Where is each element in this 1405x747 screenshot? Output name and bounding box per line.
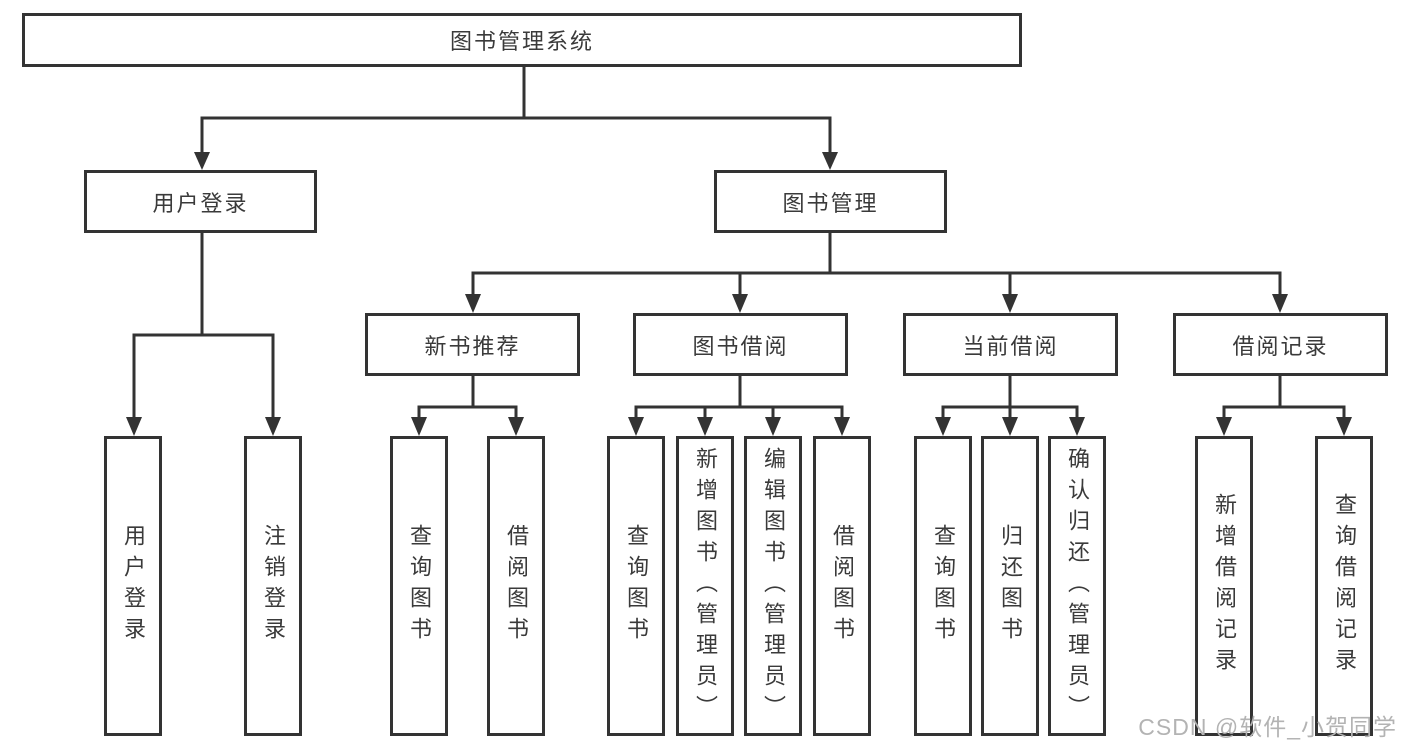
arrow-down-icon xyxy=(834,417,850,436)
leaf-label: 归还图书 xyxy=(998,524,1023,648)
leaf-return-books: 归还图书 xyxy=(981,436,1039,736)
arrow-down-icons-login-leaves xyxy=(126,417,281,436)
leaf-borrow-books: 借阅图书 xyxy=(813,436,871,736)
leaf-query-books: 查询图书 xyxy=(390,436,448,736)
leaf-label: 用户登录 xyxy=(121,524,146,648)
arrow-down-icons-level3 xyxy=(465,294,1288,313)
leaf-query-books: 查询图书 xyxy=(914,436,972,736)
leaf-label: 确认归还（管理员） xyxy=(1065,446,1090,726)
arrow-down-icon xyxy=(697,417,713,436)
leaf-borrow-books: 借阅图书 xyxy=(487,436,545,736)
leaf-add-books-admin: 新增图书（管理员） xyxy=(676,436,734,736)
leaf-label: 新增借阅记录 xyxy=(1212,493,1237,679)
leaf-label: 查询图书 xyxy=(407,524,432,648)
arrow-down-icon xyxy=(1216,417,1232,436)
leaf-query-borrow-record: 查询借阅记录 xyxy=(1315,436,1373,736)
arrow-down-icon xyxy=(1272,294,1288,313)
leaf-confirm-return-admin: 确认归还（管理员） xyxy=(1048,436,1106,736)
arrow-down-icon xyxy=(1002,294,1018,313)
arrow-down-icon xyxy=(822,152,838,170)
arrow-down-icon xyxy=(1069,417,1085,436)
leaf-logout: 注销登录 xyxy=(244,436,302,736)
arrow-down-icon xyxy=(628,417,644,436)
leaf-query-books: 查询图书 xyxy=(607,436,665,736)
arrow-down-icon xyxy=(411,417,427,436)
leaf-label: 查询图书 xyxy=(624,524,649,648)
node-current-borrow: 当前借阅 xyxy=(903,313,1118,376)
arrow-down-icons-recommend-leaves xyxy=(411,417,524,436)
node-new-book-recommend: 新书推荐 xyxy=(365,313,580,376)
arrow-down-icons-level2 xyxy=(194,152,838,170)
arrow-down-icon xyxy=(465,294,481,313)
leaf-label: 新增图书（管理员） xyxy=(693,446,718,726)
leaf-edit-books-admin: 编辑图书（管理员） xyxy=(744,436,802,736)
leaf-label: 查询借阅记录 xyxy=(1332,493,1357,679)
leaf-label: 编辑图书（管理员） xyxy=(761,446,786,726)
node-label: 图书管理 xyxy=(782,190,879,216)
node-user-login: 用户登录 xyxy=(84,170,317,233)
arrow-down-icon xyxy=(1336,417,1352,436)
connector-current-to-leaves xyxy=(941,376,1079,419)
node-label: 借阅记录 xyxy=(1232,333,1329,359)
connector-recommend-to-leaves xyxy=(417,376,518,419)
leaf-label: 借阅图书 xyxy=(830,524,855,648)
connector-records-to-leaves xyxy=(1222,376,1346,419)
arrow-down-icon xyxy=(508,417,524,436)
node-label: 图书借阅 xyxy=(692,333,789,359)
arrow-down-icon xyxy=(935,417,951,436)
leaf-add-borrow-record: 新增借阅记录 xyxy=(1195,436,1253,736)
arrow-down-icon xyxy=(732,294,748,313)
arrow-down-icon xyxy=(1002,417,1018,436)
arrow-down-icons-current-leaves xyxy=(935,417,1085,436)
arrow-down-icon xyxy=(765,417,781,436)
node-library-system: 图书管理系统 xyxy=(22,13,1022,67)
arrow-down-icon xyxy=(265,417,281,436)
leaf-label: 注销登录 xyxy=(261,524,286,648)
leaf-label: 查询图书 xyxy=(931,524,956,648)
connector-borrow-to-leaves xyxy=(634,376,844,419)
arrow-down-icons-borrow-leaves xyxy=(628,417,850,436)
arrow-down-icon xyxy=(194,152,210,170)
node-label: 用户登录 xyxy=(152,190,249,216)
node-borrow-records: 借阅记录 xyxy=(1173,313,1388,376)
connector-login-to-leaves xyxy=(132,233,275,419)
connector-root-to-level2 xyxy=(200,67,832,154)
node-book-management: 图书管理 xyxy=(714,170,947,233)
connector-mgmt-to-level3 xyxy=(471,233,1282,296)
leaf-user-login: 用户登录 xyxy=(104,436,162,736)
leaf-label: 借阅图书 xyxy=(504,524,529,648)
node-label: 图书管理系统 xyxy=(449,29,594,54)
arrow-down-icons-records-leaves xyxy=(1216,417,1352,436)
csdn-watermark: CSDN @软件_小贺同学 xyxy=(1138,714,1397,740)
node-label: 当前借阅 xyxy=(962,333,1059,359)
node-label: 新书推荐 xyxy=(424,333,521,359)
node-book-borrow: 图书借阅 xyxy=(633,313,848,376)
arrow-down-icon xyxy=(126,417,142,436)
